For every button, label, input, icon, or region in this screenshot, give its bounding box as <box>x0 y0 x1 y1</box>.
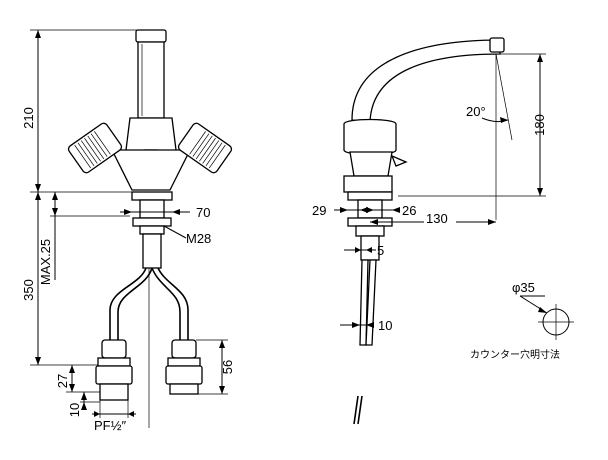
hole-detail: φ35 カウンター穴明寸法 <box>470 280 574 361</box>
dim-pf: PF½″ <box>94 418 126 433</box>
dim-70: 70 <box>196 205 210 220</box>
dim-350: 350 <box>21 279 36 301</box>
dim-130: 130 <box>426 211 448 226</box>
dim-210: 210 <box>21 107 36 129</box>
side-view: 180 20° 29 26 130 5 10 <box>312 37 547 425</box>
dim-56: 56 <box>220 360 235 374</box>
dim-5: 5 <box>377 243 384 258</box>
dim-10-side: 10 <box>378 318 392 333</box>
dim-180: 180 <box>532 114 547 136</box>
dim-20deg: 20° <box>466 104 486 119</box>
dim-29: 29 <box>312 203 326 218</box>
dim-10-front: 10 <box>67 403 82 417</box>
dim-max25: MAX.25 <box>38 239 53 285</box>
hole-diameter: φ35 <box>512 280 535 295</box>
dim-27: 27 <box>55 374 70 388</box>
dim-m28: M28 <box>186 231 211 246</box>
hole-caption: カウンター穴明寸法 <box>470 348 560 361</box>
front-view: 210 350 MAX.25 <box>21 29 235 433</box>
dim-26: 26 <box>402 203 416 218</box>
